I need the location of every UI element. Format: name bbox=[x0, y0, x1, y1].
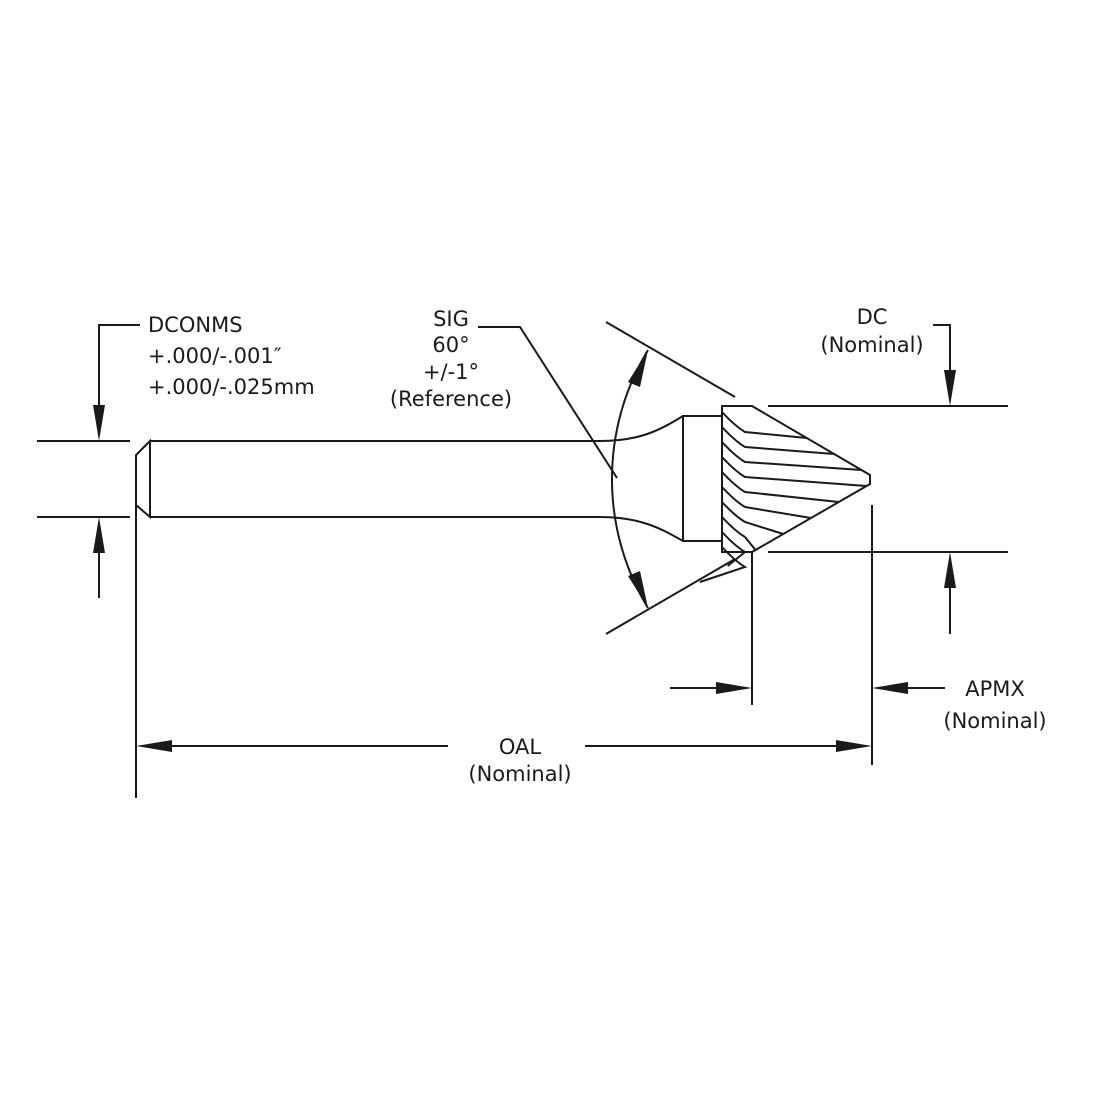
flute-line bbox=[721, 411, 807, 439]
oal-label: OAL bbox=[499, 735, 542, 759]
arrow-icon bbox=[628, 350, 648, 387]
sig-dimension: SIG 60° +/-1° (Reference) bbox=[390, 307, 736, 635]
sig-angle: 60° bbox=[432, 333, 469, 357]
flute-line bbox=[721, 531, 747, 567]
arrow-icon bbox=[628, 571, 648, 608]
dconms-tol-mm: +.000/-.025mm bbox=[148, 375, 315, 399]
sig-note: (Reference) bbox=[390, 387, 512, 411]
dconms-tol-in: +.000/-.001″ bbox=[148, 344, 282, 368]
dc-note: (Nominal) bbox=[820, 333, 923, 357]
flute-line bbox=[699, 546, 748, 583]
arrow-left-icon bbox=[136, 740, 172, 752]
cutter-head bbox=[699, 405, 871, 583]
apmx-note: (Nominal) bbox=[943, 709, 1046, 733]
oal-dimension: OAL (Nominal) bbox=[136, 735, 872, 786]
arrow-right-icon bbox=[716, 682, 752, 694]
arrow-up-icon bbox=[944, 552, 956, 588]
flute-line bbox=[721, 486, 812, 519]
flute-line bbox=[721, 501, 784, 535]
dconms-dimension: DCONMS +.000/-.001″ +.000/-.025mm bbox=[37, 313, 315, 798]
flute-line bbox=[721, 441, 862, 471]
apmx-label: APMX bbox=[965, 677, 1025, 701]
flute-line bbox=[721, 456, 867, 487]
arrow-down-icon bbox=[944, 370, 956, 406]
apmx-dimension: APMX (Nominal) bbox=[670, 505, 1047, 765]
flute-line bbox=[721, 471, 839, 503]
arrow-up-icon bbox=[93, 517, 105, 553]
arrow-left-icon bbox=[872, 682, 908, 694]
arrow-down-icon bbox=[93, 405, 105, 441]
dc-dimension: DC (Nominal) bbox=[768, 305, 1008, 634]
dconms-label: DCONMS bbox=[148, 313, 243, 337]
dc-label: DC bbox=[857, 305, 888, 329]
flute-line bbox=[721, 426, 835, 455]
flute-line bbox=[721, 516, 757, 551]
sig-label: SIG bbox=[433, 307, 469, 331]
arrow-right-icon bbox=[836, 740, 872, 752]
neck bbox=[682, 415, 723, 542]
sig-tol: +/-1° bbox=[423, 360, 479, 384]
flutes bbox=[699, 411, 867, 583]
oal-note: (Nominal) bbox=[468, 762, 571, 786]
shank bbox=[135, 415, 684, 542]
